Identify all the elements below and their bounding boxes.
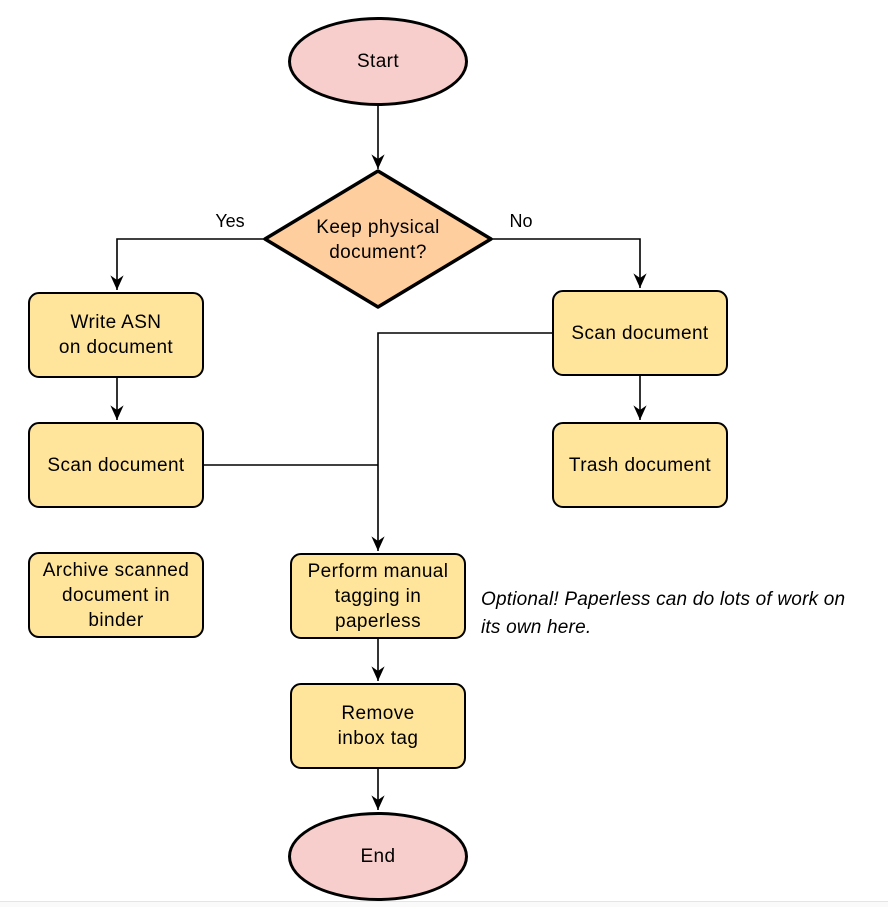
page-bottom-divider [0,901,888,907]
decision-diamond-shape [263,169,493,309]
process-remove-inbox-tag-node: Remove inbox tag [290,683,466,769]
edge-scan-right-to-tagging [371,332,552,551]
edge-decision-no-to-scan-right [491,238,647,288]
decision-node: Keep physical document? [298,197,458,282]
process-trash-document-label: Trash document [568,454,712,476]
edge-decision-yes-to-write-asn [110,238,265,290]
process-archive-label: Archive scanned document in binder [42,559,190,631]
optional-annotation-text: Optional! Paperless can do lots of work … [481,589,846,638]
process-scan-document-left-node: Scan document [28,422,204,508]
start-node: Start [288,17,468,106]
process-remove-inbox-tag-label: Remove inbox tag [337,703,419,749]
end-node: End [288,812,468,901]
process-manual-tagging-node: Perform manual tagging in paperless [290,553,466,639]
process-write-asn-label: Write ASN on document [58,312,174,358]
decision-node-label: Keep physical document? [316,216,440,263]
start-node-label: Start [356,51,400,72]
process-trash-document-node: Trash document [552,422,728,508]
process-archive-node: Archive scanned document in binder [28,552,204,638]
process-manual-tagging-label: Perform manual tagging in paperless [307,560,449,632]
end-node-label: End [360,846,396,867]
process-scan-document-left-label: Scan document [47,454,185,476]
edge-label-yes: Yes [215,211,245,231]
process-scan-document-right-node: Scan document [552,290,728,376]
process-scan-document-right-label: Scan document [571,322,709,344]
process-write-asn-node: Write ASN on document [28,292,204,378]
edge-label-no: No [509,211,533,231]
